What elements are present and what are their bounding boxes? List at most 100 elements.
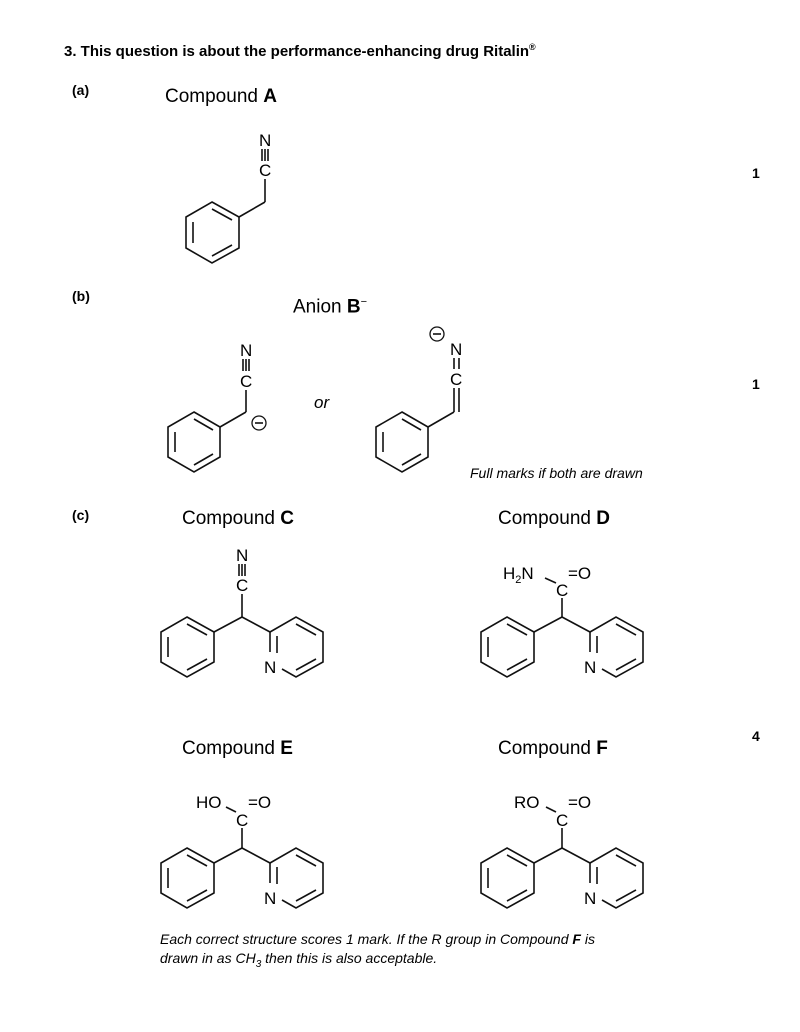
structure-anion-b-carbanion: C N: [167, 341, 267, 473]
compound-c-word: Compound: [182, 508, 275, 529]
registered-mark: ®: [529, 42, 536, 52]
aromatic-bond: [615, 658, 637, 671]
part-c-label: (c): [72, 507, 90, 523]
benzene-ring: [160, 616, 215, 678]
aromatic-bond: [506, 854, 528, 867]
atom-ho: HO: [196, 793, 222, 812]
atom-carbonyl-o: =O: [568, 564, 591, 583]
aromatic-bond: [295, 623, 317, 636]
bond: [213, 847, 243, 864]
aromatic-bond: [193, 418, 214, 431]
part-c-note-line2-suffix: then this is also acceptable.: [261, 950, 438, 966]
compound-a-word: Compound: [165, 86, 258, 107]
nh2-h: H: [503, 564, 515, 583]
atom-n: N: [236, 546, 248, 565]
bond: [533, 847, 563, 864]
part-c-note-bold: F: [572, 931, 581, 947]
atom-n: N: [450, 340, 462, 359]
atom-n: N: [264, 889, 276, 908]
compound-d-word: Compound: [498, 508, 591, 529]
structure-compound-c: C N N: [160, 546, 324, 678]
marks-part-b: 1: [752, 376, 760, 392]
part-b-note: Full marks if both are drawn: [470, 465, 643, 481]
aromatic-bond: [295, 889, 317, 902]
compound-c-label: Compound C: [182, 508, 294, 530]
aromatic-bond: [211, 208, 233, 221]
aromatic-bond: [211, 244, 233, 257]
compound-f-label: Compound F: [498, 738, 608, 760]
compound-d-label: Compound D: [498, 508, 610, 530]
compound-a-label: Compound A: [165, 86, 277, 108]
aromatic-bond: [615, 889, 637, 902]
bond: [561, 847, 591, 864]
atom-c: C: [240, 372, 252, 391]
atom-c: C: [259, 161, 271, 180]
benzene-ring: [480, 616, 535, 678]
atom-n: N: [584, 889, 596, 908]
bond: [533, 616, 563, 633]
atom-c: C: [236, 576, 248, 595]
aromatic-bond: [295, 854, 317, 867]
aromatic-bond: [193, 453, 214, 466]
pyridine-ring: [269, 847, 324, 909]
anion-b-letter: B: [346, 296, 361, 318]
aromatic-bond: [295, 658, 317, 671]
atom-carbonyl-o: =O: [568, 793, 591, 812]
structure-compound-d: C H2N =O N: [480, 564, 644, 678]
compound-c-letter: C: [280, 508, 294, 529]
part-c-note-prefix: Each correct structure scores 1 mark. If…: [160, 931, 573, 947]
compound-f-word: Compound: [498, 738, 591, 759]
structure-compound-e: C HO =O N: [160, 793, 324, 909]
part-c-note-line1: Each correct structure scores 1 mark. If…: [160, 931, 595, 947]
marks-part-c: 4: [752, 728, 760, 744]
compound-e-word: Compound: [182, 738, 275, 759]
aromatic-bond: [615, 623, 637, 636]
atom-n: N: [584, 658, 596, 677]
bond: [238, 201, 266, 218]
compound-d-letter: D: [596, 508, 610, 529]
anion-b-charge: −: [360, 296, 368, 308]
compound-f-letter: F: [596, 738, 608, 759]
atom-n: N: [259, 131, 271, 150]
atom-ro: RO: [514, 793, 540, 812]
nh2-n: N: [521, 564, 533, 583]
atom-nh2: H2N: [503, 564, 534, 586]
atom-n: N: [240, 341, 252, 360]
aromatic-bond: [506, 623, 528, 636]
bond: [219, 411, 247, 428]
question-title: 3. This question is about the performanc…: [64, 42, 536, 60]
part-c-note-line2: drawn in as CH3 then this is also accept…: [160, 950, 437, 970]
bond: [213, 616, 243, 633]
bond: [545, 806, 557, 813]
atom-n: N: [264, 658, 276, 677]
bond: [544, 577, 557, 584]
aromatic-bond: [506, 889, 528, 902]
atom-c: C: [236, 811, 248, 830]
atom-c: C: [556, 581, 568, 600]
compound-e-label: Compound E: [182, 738, 293, 760]
aromatic-bond: [186, 889, 208, 902]
pyridine-ring: [269, 616, 324, 678]
bond: [241, 847, 271, 864]
structure-compound-f: C RO =O N: [480, 793, 644, 909]
part-c-note-middle: is: [580, 931, 595, 947]
part-c-note-sub: 3: [255, 958, 262, 970]
bond: [561, 616, 591, 633]
aromatic-bond: [401, 453, 422, 466]
aromatic-bond: [186, 854, 208, 867]
structure-anion-b-ketenimine: C N: [375, 326, 462, 473]
structure-compound-a: C N: [185, 131, 271, 264]
part-a-label: (a): [72, 82, 90, 98]
aromatic-bond: [186, 623, 208, 636]
benzene-ring: [185, 201, 240, 264]
bond: [427, 411, 455, 428]
or-text: or: [314, 393, 330, 412]
aromatic-bond: [186, 658, 208, 671]
pyridine-ring: [589, 616, 644, 678]
part-b-label: (b): [72, 288, 90, 304]
atom-c: C: [450, 370, 462, 389]
benzene-ring: [160, 847, 215, 909]
atom-c: C: [556, 811, 568, 830]
atom-carbonyl-o: =O: [248, 793, 271, 812]
